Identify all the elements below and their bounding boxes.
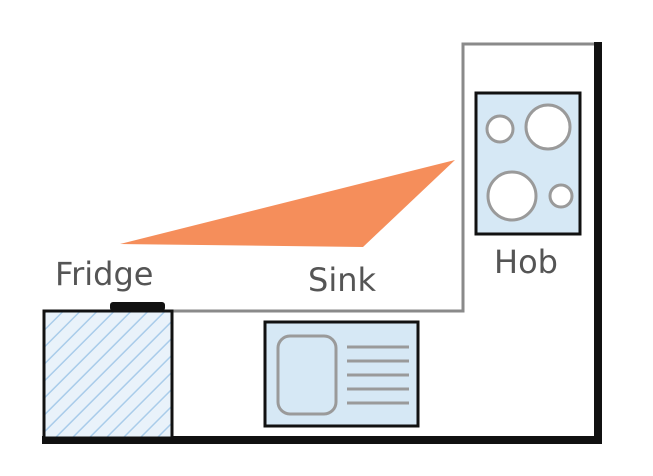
- sink: [263, 320, 420, 428]
- hob-label: Hob: [494, 243, 558, 281]
- fridge-label: Fridge: [55, 255, 154, 293]
- sink-label: Sink: [308, 261, 377, 299]
- burner-small-bottom: [548, 183, 574, 209]
- fridge-handle: [110, 302, 165, 311]
- burner-small-top: [485, 114, 515, 144]
- counter-outline: [165, 42, 598, 313]
- work-triangle: [120, 160, 455, 247]
- burner-large-top: [524, 103, 572, 151]
- hob: [474, 91, 582, 236]
- sink-bowl: [276, 334, 338, 416]
- fridge-body: [42, 309, 174, 440]
- fridge: [42, 302, 174, 440]
- sink-drainer: [347, 345, 409, 405]
- burner-large-bottom: [486, 170, 538, 222]
